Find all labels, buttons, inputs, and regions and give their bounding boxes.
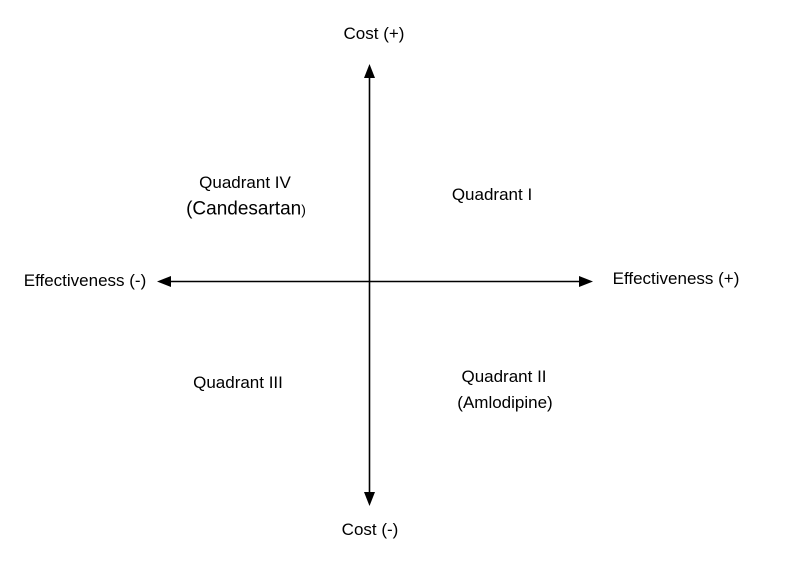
- x-axis-negative-label: Effectiveness (-): [23, 270, 147, 290]
- quadrant-4-label: Quadrant IV: [199, 172, 291, 192]
- y-axis-positive-label: Cost (+): [343, 23, 405, 43]
- down-arrow-icon: [364, 492, 375, 506]
- x-axis-positive-label: Effectiveness (+): [612, 268, 740, 288]
- left-arrow-icon: [157, 276, 171, 287]
- up-arrow-icon: [364, 64, 375, 78]
- right-arrow-icon: [579, 276, 593, 287]
- quadrant-2-annotation: (Amlodipine): [457, 392, 553, 412]
- quadrant-1-label: Quadrant I: [451, 184, 533, 204]
- quadrant-4-annotation-main: (Candesartan: [186, 198, 302, 220]
- y-axis-negative-label: Cost (-): [341, 519, 399, 539]
- quadrant-3-label: Quadrant III: [193, 372, 283, 392]
- quadrant-4-annotation: (Candesartan): [186, 199, 306, 222]
- quadrant-2-label: Quadrant II: [461, 366, 547, 386]
- quadrant-4-annotation-close-paren: ): [301, 201, 306, 218]
